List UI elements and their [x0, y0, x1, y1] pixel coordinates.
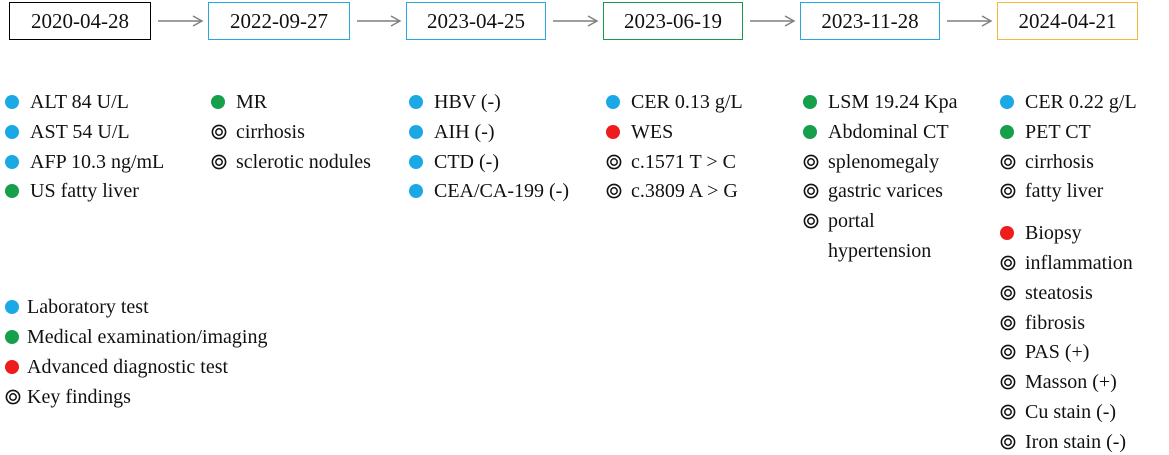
item-label: MR: [236, 91, 268, 113]
timeline-arrow: [947, 15, 993, 27]
key-finding-icon: [211, 124, 227, 140]
key-finding-icon: [1000, 434, 1016, 450]
item-label: PAS (+): [1025, 341, 1090, 364]
key-finding-icon: [803, 183, 819, 199]
item-label: sclerotic nodules: [236, 150, 371, 173]
item-label: PET CT: [1025, 120, 1091, 143]
item-label: Abdominal CT: [828, 120, 949, 143]
timeline-arrow: [158, 15, 204, 27]
item-label: CER 0.13 g/L: [631, 91, 743, 113]
timeline-arrows: [158, 15, 993, 27]
item-label: AFP 10.3 ng/mL: [30, 150, 165, 173]
item-label: LSM 19.24 Kpa: [828, 91, 958, 113]
key-finding-icon: [1000, 374, 1016, 390]
laboratory-dot-icon: [5, 124, 19, 139]
laboratory-dot-icon: [409, 95, 423, 109]
item-label: CTD (-): [434, 150, 499, 173]
key-finding-icon: [1000, 344, 1016, 360]
key-finding-icon: [1000, 285, 1016, 301]
item-label: c.3809 A > G: [631, 180, 738, 203]
item-label: ALT 84 U/L: [30, 91, 129, 113]
item-label: US fatty liver: [30, 180, 139, 203]
key-finding-icon: [606, 154, 622, 169]
key-finding-icon: [5, 389, 21, 405]
item-label: cirrhosis: [236, 120, 305, 143]
item-label: CEA/CA-199 (-): [434, 180, 569, 203]
key-finding-icon: [211, 154, 227, 169]
key-finding-icon: [606, 183, 622, 199]
legend-label: Advanced diagnostic test: [27, 356, 229, 378]
imaging-dot-icon: [803, 124, 817, 139]
item-label: splenomegaly: [828, 150, 940, 173]
item-label: c.1571 T > C: [631, 150, 736, 173]
laboratory-dot-icon: [409, 154, 423, 169]
imaging-dot-icon: [5, 330, 19, 344]
key-finding-icon: [1000, 183, 1016, 199]
imaging-dot-icon: [1000, 124, 1014, 139]
item-label: Biopsy: [1025, 222, 1082, 245]
item-label: inflammation: [1025, 252, 1133, 274]
timeline-arrow: [357, 15, 402, 27]
item-label-continuation: hypertension: [828, 240, 932, 262]
item-label: fatty liver: [1025, 180, 1104, 203]
advanced-dot-icon: [5, 360, 19, 374]
item-label: fibrosis: [1025, 311, 1085, 334]
item-label: AST 54 U/L: [30, 120, 130, 143]
laboratory-dot-icon: [1000, 95, 1014, 109]
item-label: CER 0.22 g/L: [1025, 91, 1137, 113]
item-label: AIH (-): [434, 120, 495, 143]
date-box: 2023-11-28: [800, 2, 940, 40]
key-finding-icon: [803, 154, 819, 169]
item-label: Iron stain (-): [1025, 430, 1127, 453]
key-finding-icon: [1000, 154, 1016, 169]
legend-label: Medical examination/imaging: [27, 326, 268, 348]
date-box: 2022-09-27: [208, 2, 350, 40]
laboratory-dot-icon: [409, 184, 423, 199]
item-label: Cu stain (-): [1025, 401, 1117, 423]
imaging-dot-icon: [211, 95, 225, 109]
item-label: steatosis: [1025, 281, 1093, 304]
key-finding-icon: [1000, 255, 1016, 271]
laboratory-dot-icon: [5, 154, 19, 169]
date-box: 2024-04-21: [997, 2, 1138, 40]
laboratory-dot-icon: [5, 300, 19, 314]
item-label: WES: [631, 120, 674, 143]
date-box: 2023-04-25: [406, 2, 546, 40]
imaging-dot-icon: [803, 95, 817, 109]
item-label: HBV (-): [434, 91, 501, 113]
laboratory-dot-icon: [409, 124, 423, 139]
legend-label: Laboratory test: [27, 296, 149, 318]
item-label: Masson (+): [1025, 371, 1117, 394]
date-box: 2023-06-19: [603, 2, 743, 40]
item-label: cirrhosis: [1025, 150, 1094, 173]
advanced-dot-icon: [606, 124, 620, 139]
advanced-dot-icon: [1000, 226, 1014, 241]
item-label: gastric varices: [828, 180, 943, 203]
imaging-dot-icon: [5, 184, 19, 199]
key-finding-icon: [1000, 404, 1016, 420]
date-box: 2020-04-28: [9, 2, 151, 40]
key-finding-icon: [803, 213, 819, 229]
laboratory-dot-icon: [606, 95, 620, 109]
legend-label: Key findings: [27, 386, 131, 408]
item-label: portal: [828, 210, 875, 233]
timeline-arrow: [553, 15, 599, 27]
laboratory-dot-icon: [5, 95, 19, 109]
key-finding-icon: [1000, 315, 1016, 330]
timeline-arrow: [750, 15, 796, 27]
